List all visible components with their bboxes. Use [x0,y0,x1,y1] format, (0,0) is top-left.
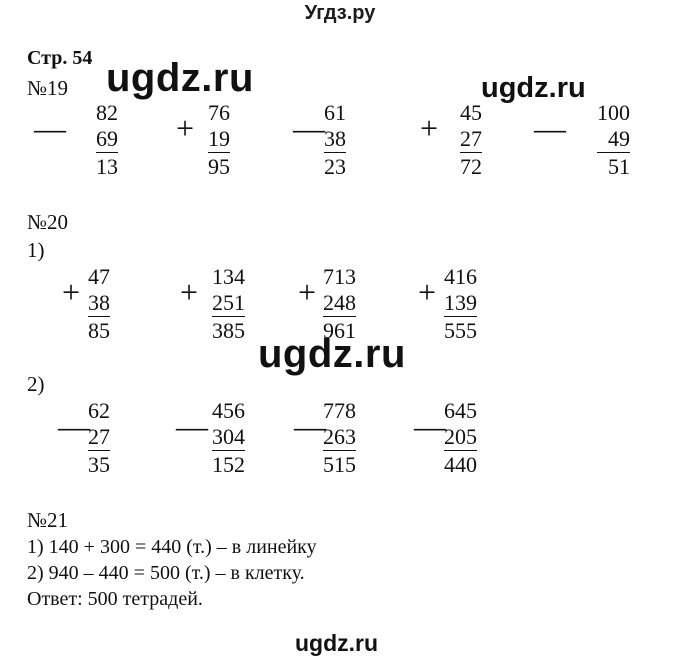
operator: + [179,274,199,310]
operator: — [534,110,566,146]
operator: — [34,110,66,146]
operator: — [294,408,326,444]
operator: + [61,274,81,310]
operand-1: 82 [96,100,118,125]
result: 72 [460,154,482,179]
column-calculation: — 100 49 51 [534,100,630,180]
operand-1: 713 [323,264,356,289]
operator: + [419,110,439,146]
result: 95 [208,154,230,179]
calc-column: 778 263 515 [323,398,356,478]
result: 23 [324,154,346,179]
column-calculation: + 45 27 72 [416,100,512,180]
column-calculation: + 76 19 95 [172,100,268,180]
operand-2: 248 [323,290,356,317]
result: 515 [323,452,356,477]
task-19-label: №19 [27,76,69,100]
result: 152 [212,452,245,477]
task-21-label: №21 [27,508,69,532]
calc-column: 62 27 35 [88,398,110,478]
operand-2: 251 [212,290,245,317]
calc-column: 47 38 85 [88,264,110,344]
operand-2: 205 [444,424,477,451]
operand-1: 47 [88,264,110,289]
operand-2: 49 [597,126,630,153]
watermark: ugdz.ru [106,56,254,100]
operand-2: 38 [88,290,110,317]
operand-2: 139 [444,290,477,317]
result: 51 [608,154,630,179]
operand-1: 62 [88,398,110,423]
watermark: ugdz.ru [481,72,586,104]
part-1-label: 1) [27,238,45,262]
operand-1: 416 [444,264,477,289]
calc-column: 45 27 72 [460,100,482,180]
column-calculation: — 456 304 152 [176,398,272,478]
result: 35 [88,452,110,477]
column-calculation: + 416 139 555 [414,264,510,344]
column-calculation: — 645 205 440 [414,398,510,478]
answer-line: Ответ: 500 тетрадей. [27,588,203,610]
operand-2: 27 [88,424,110,451]
column-calculation: — 62 27 35 [58,398,154,478]
column-calculation: + 47 38 85 [58,264,154,344]
watermark: ugdz.ru [295,630,379,656]
operand-2: 19 [208,126,230,153]
result: 385 [212,318,245,343]
operator: — [58,408,90,444]
operand-1: 100 [597,100,630,125]
solution-line-2: 2) 940 – 440 = 500 (т.) – в клетку. [27,562,305,584]
calc-column: 456 304 152 [212,398,245,478]
column-calculation: + 134 251 385 [176,264,272,344]
operand-2: 38 [324,126,346,153]
site-title: Угдз.ру [304,2,376,24]
column-calculation: — 61 38 23 [293,100,389,180]
operand-1: 61 [324,100,346,125]
operand-2: 263 [323,424,356,451]
operator: — [176,408,208,444]
operator: + [417,274,437,310]
operand-1: 778 [323,398,356,423]
calc-column: 713 248 961 [323,264,356,344]
column-calculation: — 778 263 515 [294,398,390,478]
calc-column: 416 139 555 [444,264,477,344]
operand-2: 69 [96,126,118,153]
result: 555 [444,318,477,343]
calc-column: 61 38 23 [324,100,346,180]
watermark: ugdz.ru [258,332,406,376]
result: 13 [96,154,118,179]
calc-column: 134 251 385 [212,264,245,344]
operand-1: 645 [444,398,477,423]
part-2-label: 2) [27,372,45,396]
calc-column: 645 205 440 [444,398,477,478]
calc-column: 100 49 51 [597,100,630,180]
operator: — [414,408,446,444]
operand-1: 45 [460,100,482,125]
result: 85 [88,318,110,343]
task-20-label: №20 [27,210,69,234]
operator: + [175,110,195,146]
solution-line-1: 1) 140 + 300 = 440 (т.) – в линейку [27,536,317,558]
operand-2: 304 [212,424,245,451]
operand-2: 27 [460,126,482,153]
operand-1: 456 [212,398,245,423]
column-calculation: — 82 69 13 [34,100,130,180]
operand-1: 134 [212,264,245,289]
operand-1: 76 [208,100,230,125]
operator: + [297,274,317,310]
operator: — [293,110,325,146]
result: 440 [444,452,477,477]
calc-column: 82 69 13 [96,100,118,180]
calc-column: 76 19 95 [208,100,230,180]
page-label: Стр. 54 [27,47,93,69]
result: 961 [323,318,356,343]
column-calculation: + 713 248 961 [294,264,390,344]
